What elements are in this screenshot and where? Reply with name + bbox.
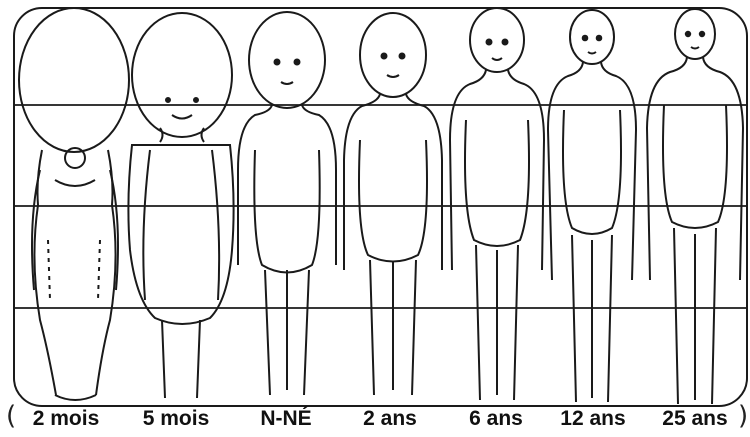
stage-label-n-ne: N-NÉ [234, 407, 338, 431]
stage-label-5-mois: 5 mois [124, 407, 228, 431]
stage-label-2-ans: 2 ans [338, 407, 442, 431]
figure-2-mois [19, 8, 129, 400]
stage-label-12-ans: 12 ans [541, 407, 645, 431]
stage-label-2-mois: 2 mois [14, 407, 118, 431]
diagram-frame [14, 8, 747, 406]
stage-label-25-ans: 25 ans [643, 407, 747, 431]
figure-n-ne [238, 12, 336, 395]
figure-6-ans [450, 8, 544, 400]
stage-label-6-ans: 6 ans [444, 407, 548, 431]
figure-2-ans [344, 13, 442, 395]
